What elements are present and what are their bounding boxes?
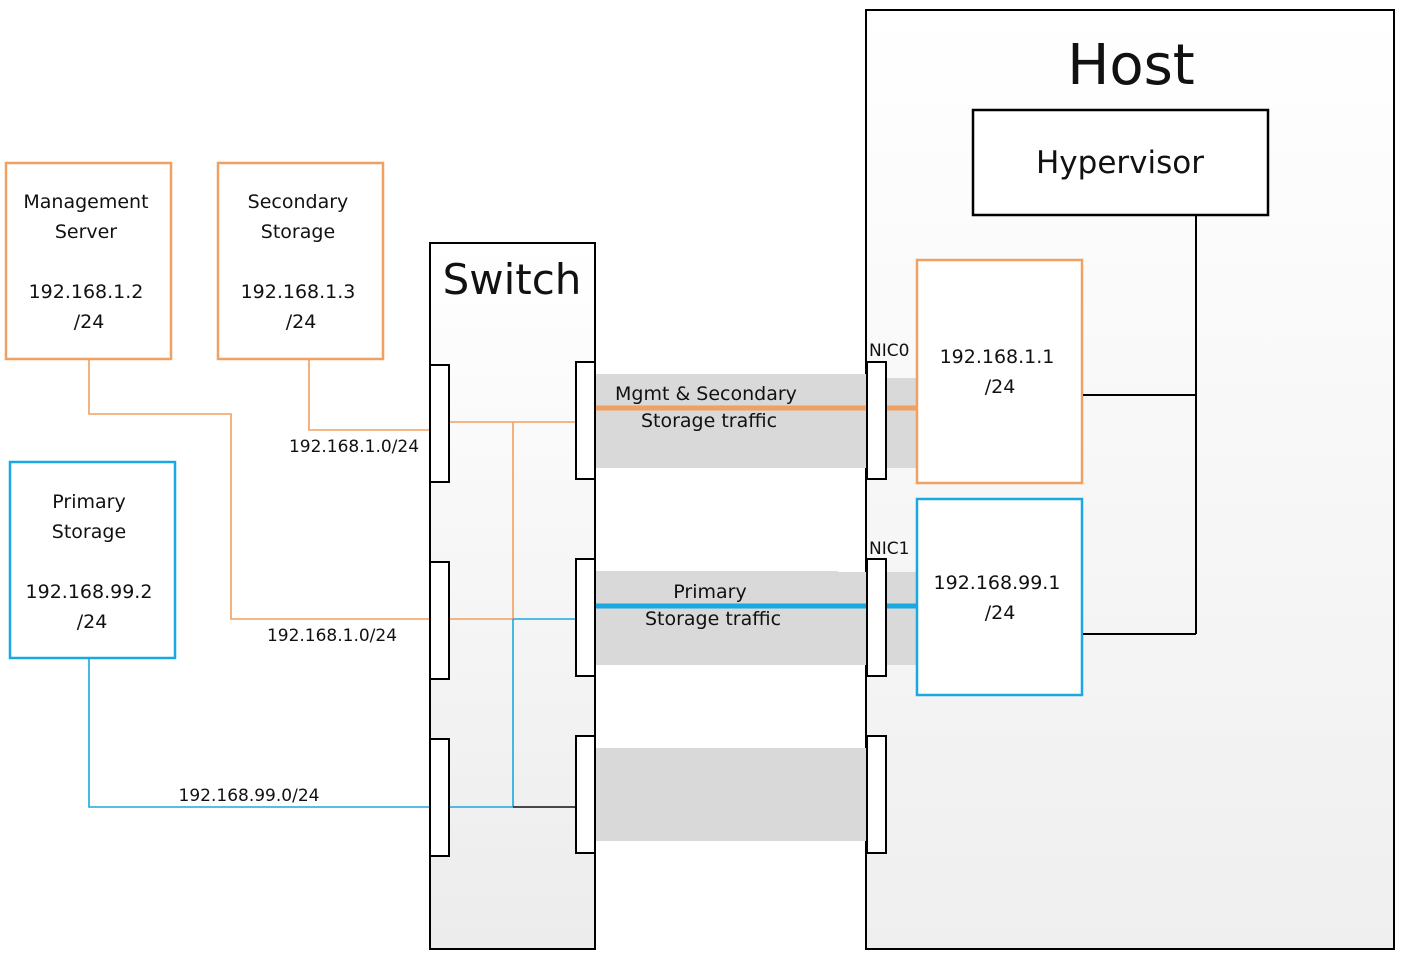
- switch-port-right-1: [575, 361, 596, 480]
- management-server-box: [4, 161, 173, 361]
- mgmt-traffic-label-2: Storage traffic: [641, 410, 777, 432]
- primary-traffic-label-2: Storage traffic: [645, 608, 781, 630]
- svg-text:192.168.99.1 /24: 192.168.99.1 /24: [934, 572, 1067, 624]
- primary-storage-label-2: Storage: [52, 521, 126, 543]
- primary-storage-link: [88, 658, 430, 808]
- nic1-port: [866, 558, 887, 677]
- nic1-ip: 192.168.99.1: [934, 572, 1061, 594]
- primary-storage-ip: 192.168.99.2: [26, 581, 153, 603]
- hypervisor-box: [971, 108, 1270, 217]
- hypervisor-links: [1083, 215, 1197, 635]
- nic0-port: [866, 361, 887, 480]
- management-server-label-2: Server: [55, 221, 117, 243]
- switch-port-left-2: [429, 561, 450, 680]
- nic1-address-box: [915, 497, 1084, 697]
- nic0-address-box: [915, 258, 1084, 485]
- primary-traffic-band: [596, 571, 916, 665]
- svg-text:Secondary Storage 192.: Secondary Storage 192.168.1.3 /24: [241, 191, 362, 333]
- subnet-label-mgmt-lower: 192.168.1.0/24: [267, 626, 397, 646]
- management-server-mask: /24: [74, 311, 105, 333]
- secondary-storage-link: [308, 359, 449, 431]
- mgmt-traffic-band: [596, 374, 916, 468]
- primary-storage-mask: /24: [77, 611, 108, 633]
- secondary-storage-box: [216, 161, 385, 361]
- primary-storage-label-1: Primary: [52, 491, 125, 513]
- switch-port-right-2: [575, 558, 596, 677]
- switch-port-left-1: [429, 364, 450, 483]
- hypervisor-title: Hypervisor: [1036, 145, 1204, 181]
- host-nic-ports: [866, 361, 887, 854]
- nic0-mask: /24: [985, 376, 1016, 398]
- subnet-label-mgmt-upper: 192.168.1.0/24: [289, 437, 419, 457]
- switch-port-left-3: [429, 738, 450, 857]
- secondary-storage-label-2: Storage: [261, 221, 335, 243]
- svg-text:192.168.1.1 /24: 192.168.1.1 /24: [940, 346, 1061, 398]
- svg-text:Primary Storage 192.16: Primary Storage 192.168.99.2 /24: [26, 491, 159, 633]
- host-title: Host: [1067, 33, 1195, 98]
- svg-text:Management Server 192.: Management Server 192.168.1.2 /24: [23, 191, 154, 333]
- secondary-storage-ip: 192.168.1.3: [241, 281, 356, 303]
- nic0-ip: 192.168.1.1: [940, 346, 1055, 368]
- mgmt-traffic-label-1: Mgmt & Secondary: [615, 383, 797, 405]
- unused-traffic-band: [596, 748, 867, 841]
- nic1-label: NIC1: [869, 539, 909, 559]
- svg-text:Primary Storage traffic: Primary Storage traffic: [645, 581, 781, 630]
- primary-storage-box: [8, 460, 177, 660]
- subnet-label-storage: 192.168.99.0/24: [179, 786, 320, 806]
- switch-title: Switch: [443, 255, 582, 304]
- switch-port-right-3: [575, 735, 596, 854]
- mgmt-server-link: [88, 359, 449, 620]
- traffic-bands: [596, 374, 916, 841]
- secondary-storage-label-1: Secondary: [248, 191, 349, 213]
- nic2-port: [866, 735, 887, 854]
- storage-network-lines: [88, 618, 576, 808]
- svg-text:Mgmt & Secondary Storage t: Mgmt & Secondary Storage traffic: [615, 383, 803, 432]
- management-server-ip: 192.168.1.2: [29, 281, 144, 303]
- management-server-label-1: Management: [23, 191, 148, 213]
- nic0-label: NIC0: [869, 341, 909, 361]
- nic1-mask: /24: [985, 602, 1016, 624]
- switch-ports: [429, 361, 596, 857]
- management-network-lines: [88, 359, 576, 620]
- secondary-storage-mask: /24: [286, 311, 317, 333]
- primary-traffic-label-1: Primary: [673, 581, 746, 603]
